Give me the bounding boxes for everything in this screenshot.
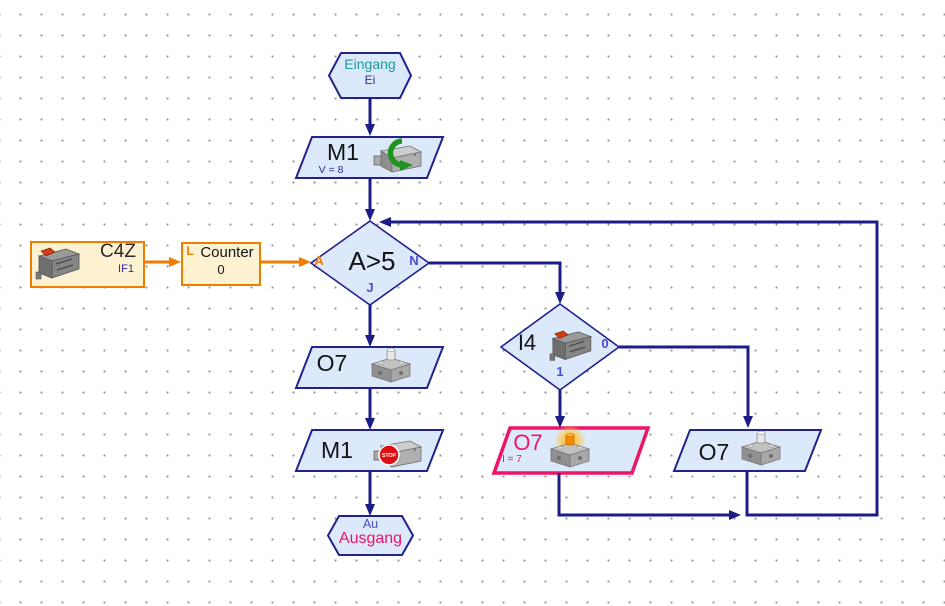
connector-decision-n-to-i4[interactable]: [429, 261, 565, 304]
motor-on-subtitle: V = 8: [318, 164, 344, 176]
decision-i4-true-label: 1: [556, 364, 564, 379]
end-title: Au: [362, 517, 379, 531]
decision-i4-false-label: 0: [601, 336, 609, 351]
decision-a-yes-label: J: [366, 280, 374, 295]
lamp-right-title: O7: [698, 439, 730, 465]
start-title: Eingang: [344, 56, 396, 72]
end-subtitle: Ausgang: [338, 530, 403, 547]
connector-loop-back[interactable]: [379, 217, 879, 517]
decision-i4-title: I4: [517, 330, 537, 355]
decision-a-title: A>5: [348, 246, 396, 276]
motor-on-title: M1: [327, 139, 359, 165]
motor-stop-icon: STOP: [373, 440, 422, 468]
lamp-left-block[interactable]: [294, 346, 445, 389]
sensor-title: C4Z: [100, 241, 136, 262]
connector-lampactive-to-junction[interactable]: [557, 473, 741, 520]
end-hexagon[interactable]: [326, 515, 415, 556]
counter-block[interactable]: [181, 242, 261, 286]
lamp-left-title: O7: [316, 350, 348, 376]
start-hexagon[interactable]: [327, 52, 413, 99]
stop-icon-text: STOP: [382, 453, 397, 459]
connector-i4-false-to-lampright[interactable]: [619, 345, 753, 428]
decision-a-no-label: N: [409, 253, 419, 268]
counter-title: Counter: [200, 244, 254, 261]
counter-flag: L: [186, 244, 194, 258]
lamp-off-icon: [371, 347, 411, 383]
start-subtitle: Ei: [364, 73, 376, 87]
sensor-subtitle: IF1: [118, 263, 134, 275]
lamp-off-icon: [741, 430, 781, 466]
lamp-active-title: O7: [513, 430, 543, 455]
motor-ccw-icon: [373, 138, 422, 173]
flow-connectors: [365, 97, 879, 520]
decision-a-input-label: A: [314, 253, 324, 268]
lamp-active-subtitle: I = 7: [502, 454, 522, 465]
lamp-on-icon: [550, 425, 590, 468]
motor-stop-title: M1: [321, 437, 353, 463]
counter-value: 0: [217, 262, 225, 277]
